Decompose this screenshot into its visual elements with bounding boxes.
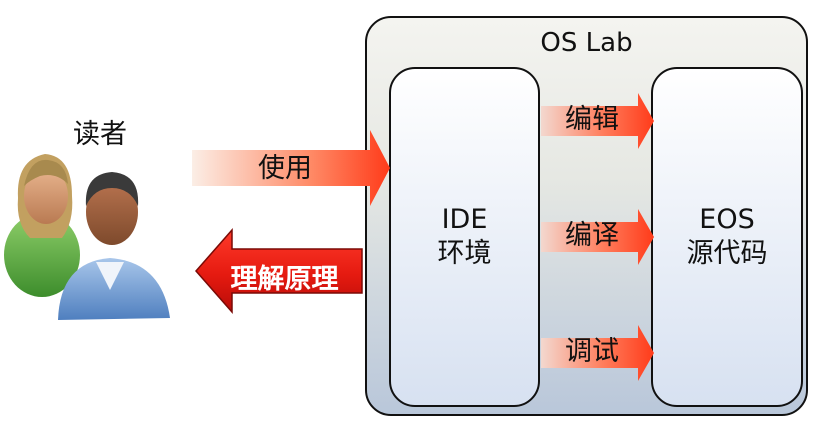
debug-arrow-label: 调试 bbox=[565, 336, 619, 367]
understand-arrow bbox=[195, 228, 363, 314]
use-arrow bbox=[192, 130, 390, 206]
compile-arrow bbox=[541, 209, 654, 265]
eos-sublabel: 源代码 bbox=[686, 238, 768, 269]
eos-label: EOS bbox=[699, 204, 755, 235]
reader-label: 读者 bbox=[73, 119, 127, 150]
use-arrow-label: 使用 bbox=[258, 153, 312, 184]
debug-arrow bbox=[541, 325, 654, 381]
os-lab-title: OS Lab bbox=[540, 28, 633, 58]
edit-arrow bbox=[541, 93, 654, 149]
compile-arrow-label: 编译 bbox=[565, 220, 619, 251]
understand-arrow-label: 理解原理 bbox=[230, 264, 339, 295]
ide-label: IDE bbox=[441, 204, 488, 235]
readers-icon bbox=[4, 154, 170, 320]
ide-sublabel: 环境 bbox=[437, 238, 492, 269]
ide-environment-box: IDE 环境 bbox=[389, 67, 540, 407]
edit-arrow-label: 编辑 bbox=[565, 104, 619, 135]
